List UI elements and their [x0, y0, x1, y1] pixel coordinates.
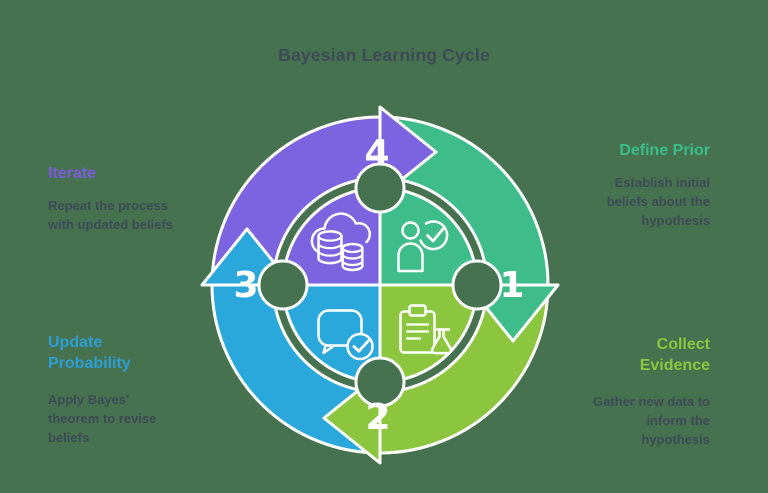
- step1-heading: Define Prior: [619, 142, 710, 159]
- step1-description: Establish initial beliefs about the hypo…: [606, 175, 710, 228]
- step4-heading: Iterate: [48, 165, 97, 182]
- slot-notch-right: [451, 259, 503, 311]
- step3-heading: Update Probability: [48, 334, 131, 372]
- database-cloud-icon: [310, 212, 372, 272]
- cycle-diagram: 4 1 2 3: [200, 105, 560, 465]
- step2-description: Gather new data to inform the hypothesis: [592, 394, 710, 447]
- step3-label-block: Update Probability Apply Bayes' theorem …: [48, 332, 218, 447]
- slot-notch-top: [354, 162, 406, 214]
- chat-check-icon: [317, 309, 374, 361]
- step2-label-block: Collect Evidence Gather new data to info…: [540, 334, 710, 449]
- step4-number: 4: [364, 133, 389, 174]
- step2-number: 2: [365, 397, 390, 438]
- person-check-icon: [397, 220, 449, 273]
- slot-notch-bottom: [354, 356, 406, 408]
- step3-description: Apply Bayes' theorem to revise beliefs: [48, 392, 157, 445]
- page-title: Bayesian Learning Cycle: [278, 45, 490, 65]
- cycle-ring: [200, 105, 560, 465]
- step1-number: 1: [499, 265, 524, 306]
- step2-heading: Collect Evidence: [639, 336, 710, 374]
- step3-number: 3: [233, 265, 258, 306]
- step4-label-block: Iterate Repeat the process with updated …: [48, 163, 218, 234]
- slot-notch-left: [257, 259, 309, 311]
- step4-description: Repeat the process with updated beliefs: [48, 198, 173, 232]
- step1-label-block: Define Prior Establish initial beliefs a…: [540, 140, 710, 230]
- clipboard-flask-icon: [399, 304, 453, 355]
